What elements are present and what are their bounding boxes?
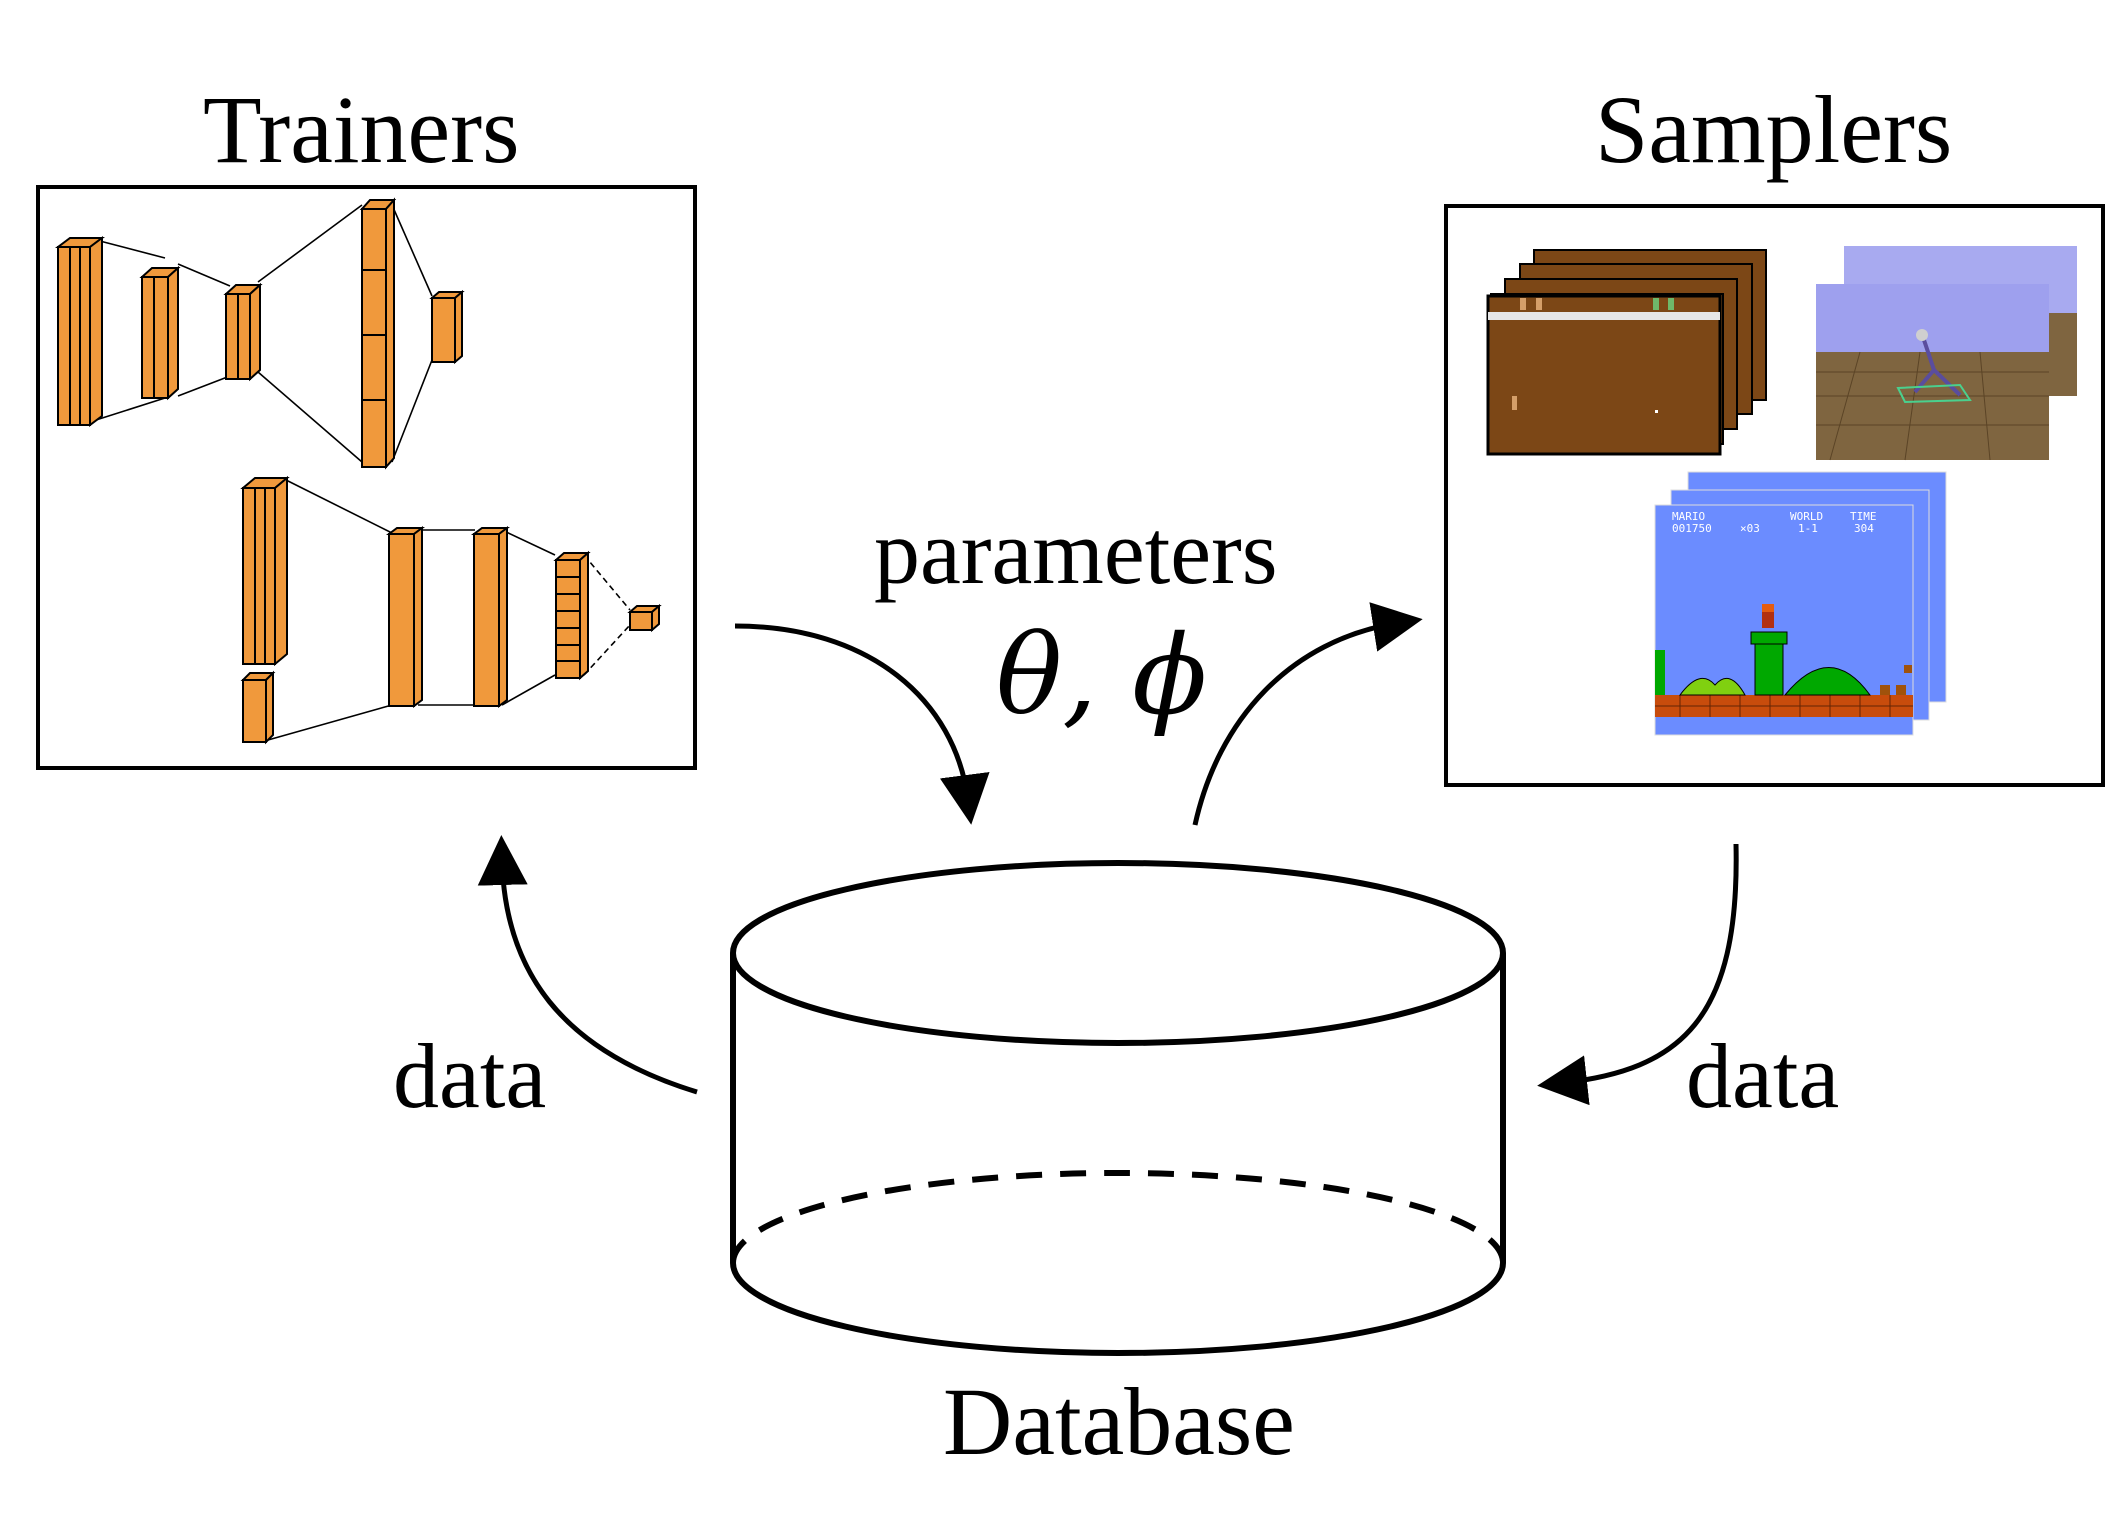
neural-network-drawing-2 (240, 475, 662, 745)
database-label: Database (943, 1368, 1295, 1475)
mario-hud-coins: ×03 (1740, 522, 1760, 535)
mario-hud-score: 001750 (1672, 522, 1712, 535)
arrow-database-to-samplers (1192, 602, 1423, 826)
arrows (477, 602, 1739, 1106)
parameters-label: parameters (874, 501, 1278, 603)
mario-game-frames (1654, 471, 1947, 736)
samplers-panel (1444, 204, 2105, 787)
trainers-title: Trainers (203, 76, 520, 183)
data-label-right: data (1686, 1025, 1840, 1127)
trainers-panel (36, 185, 697, 770)
parameters-symbols: θ, ϕ (996, 611, 1208, 739)
neural-network-drawing-1 (55, 197, 465, 470)
mario-hud-world: WORLD (1790, 510, 1824, 523)
mario-hud-level: 1-1 (1798, 522, 1818, 535)
arrow-trainers-to-database (734, 623, 990, 825)
mario-hud-time-value: 304 (1854, 522, 1874, 535)
arrow-samplers-to-database (1537, 843, 1739, 1106)
pong-game-frames (1486, 249, 1767, 456)
database-cylinder (730, 860, 1506, 1356)
data-label-left: data (393, 1025, 547, 1127)
mujoco-simulation-frames (1816, 246, 2077, 461)
mario-hud-time: TIME (1850, 510, 1877, 523)
arrow-database-to-trainers (477, 835, 698, 1095)
mario-hud-mario: MARIO (1672, 510, 1706, 523)
samplers-title: Samplers (1595, 76, 1953, 183)
